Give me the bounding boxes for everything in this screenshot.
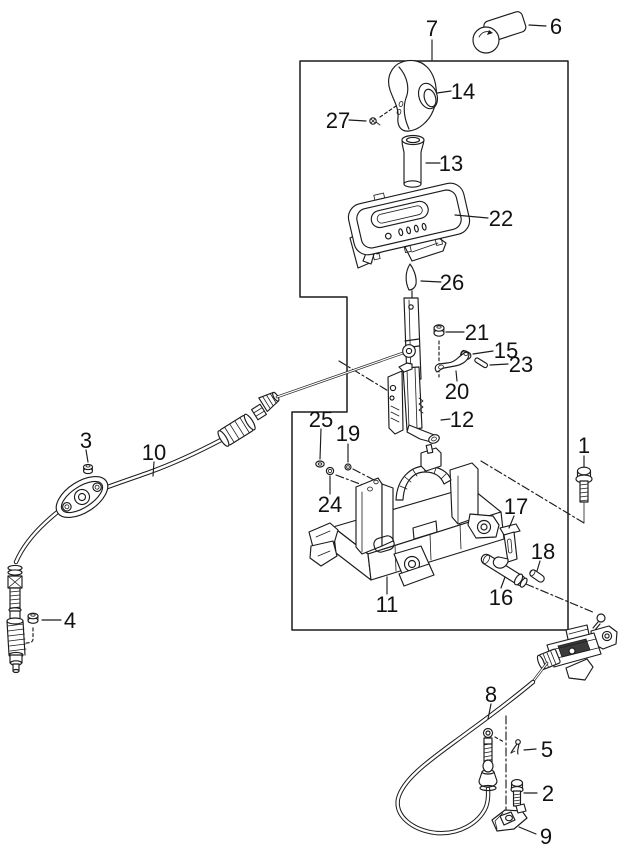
part-label: 22 [489, 206, 513, 231]
part-10-cable-drawing [13, 344, 416, 565]
part-4-nut-drawing [27, 612, 39, 624]
part-14-shift-knob-drawing [388, 59, 439, 132]
part-labels: 1 2 3 4 5 6 7 8 9 10 11 12 13 14 15 16 1… [64, 14, 590, 848]
part-label: 1 [578, 433, 590, 458]
part-17-bracket-drawing [492, 523, 521, 569]
leader-line [348, 119, 367, 122]
control-lever-mechanism-drawing [529, 613, 618, 686]
cable-end-fitting-drawing [6, 564, 27, 674]
leader-line [518, 826, 537, 835]
centerlines [25, 105, 596, 815]
part-label: 26 [440, 270, 464, 295]
part-label: 12 [450, 407, 474, 432]
leader-line [523, 748, 537, 751]
part-label: 20 [445, 379, 469, 404]
part-27-screw-drawing [369, 117, 381, 126]
part-label: 16 [489, 585, 513, 610]
leader-line [440, 418, 451, 421]
leader-lines [41, 24, 585, 835]
leader-line [500, 576, 506, 589]
part-26-indicator-drawing [405, 263, 417, 300]
leader-line [472, 350, 494, 355]
leader-line [152, 461, 155, 477]
part-2-bolt-drawing [510, 779, 524, 807]
part-11-base-bracket-drawing [308, 443, 505, 587]
part-25-nut-drawing [315, 460, 325, 468]
part-label: 23 [509, 352, 533, 377]
leader-line [489, 363, 509, 366]
part-label: 8 [485, 682, 497, 707]
part-label: 10 [142, 440, 166, 465]
part-label: 21 [465, 320, 489, 345]
leader-line [85, 449, 89, 463]
part-label: 24 [318, 492, 342, 517]
part-24-washer-drawing [325, 466, 335, 476]
part-label: 27 [326, 108, 350, 133]
leader-line [420, 280, 442, 283]
part-18-pin-drawing [529, 569, 545, 583]
part-label: 25 [309, 407, 333, 432]
part-13-sleeve-drawing [401, 134, 425, 188]
leader-line [528, 24, 547, 27]
part-label: 14 [451, 79, 475, 104]
part-label: 2 [542, 781, 554, 806]
part-21-nut-drawing [433, 324, 445, 337]
part-label: 19 [336, 421, 360, 446]
leader-line [508, 515, 515, 529]
part-label: 11 [376, 592, 399, 617]
part-9-bracket-drawing [491, 803, 528, 832]
part-label: 13 [439, 151, 463, 176]
part-label: 7 [426, 16, 438, 41]
part-1-bolt-drawing [575, 466, 593, 503]
part-22-bezel-drawing [347, 182, 471, 269]
part-6-button-drawing [472, 11, 527, 54]
part-label: 9 [540, 824, 552, 848]
part-label: 18 [531, 539, 555, 564]
leader-line [455, 370, 458, 382]
part-20-lever-arm-drawing [434, 351, 470, 373]
part-label: 5 [541, 737, 553, 762]
leader-line [536, 560, 541, 572]
leader-line [487, 703, 492, 720]
part-label: 6 [550, 14, 562, 39]
part-label: 17 [504, 494, 528, 519]
part-5-clip-drawing [510, 739, 521, 755]
part-19-pin-drawing [344, 463, 352, 471]
leader-line [454, 214, 489, 219]
part-8-cable-drawing [395, 679, 536, 836]
leader-line [319, 428, 322, 460]
part-label: 4 [64, 608, 76, 633]
part-3-nut-drawing [82, 463, 94, 475]
leader-line [436, 90, 452, 94]
part-label: 3 [80, 428, 92, 453]
part-label: 15 [494, 338, 518, 363]
assembly-box-outline [291, 60, 569, 631]
part-12-bracket-drawing [387, 362, 440, 444]
part-23-rod-drawing [474, 357, 489, 369]
part-16-rod-drawing [480, 553, 528, 588]
